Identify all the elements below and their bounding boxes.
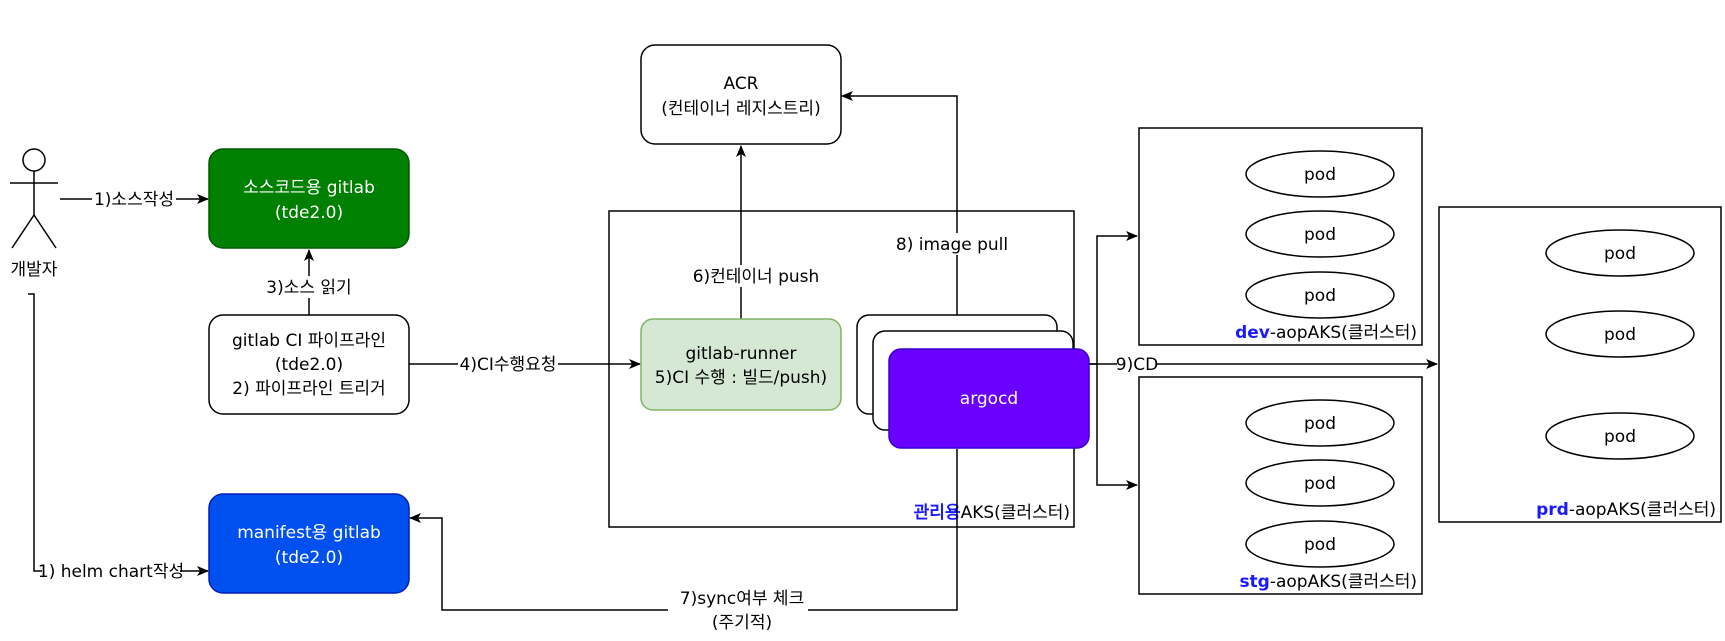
edge-helm-chart-label: 1) helm chart작성 (38, 562, 184, 582)
edge-helm-chart-label-bg (42, 560, 180, 582)
edge-cd-label-bg (1117, 353, 1157, 375)
stg-pod-3 (1245, 520, 1395, 568)
source-gitlab-subtitle: (tde2.0) (275, 203, 343, 223)
edge-cd-label: 9)CD (1116, 355, 1158, 375)
stg-cluster-suffix: -aopAKS(클러스터) (1270, 572, 1417, 592)
acr-title: ACR (723, 74, 758, 94)
edge-image-pull-label-bg (893, 233, 1011, 255)
acr-subtitle: (컨테이너 레지스트리) (661, 99, 820, 119)
edge-ci-request-label: 4)CI수행요청 (460, 355, 557, 375)
dev-cluster-label: dev-aopAKS(클러스터) (1235, 323, 1417, 343)
prd-pod-1-label: pod (1604, 244, 1636, 264)
mgmt-cluster-label: 관리용AKS(클러스터) (914, 503, 1070, 523)
argocd-label: argocd (960, 389, 1018, 409)
source-gitlab-node (208, 148, 410, 249)
gitlab-runner-title: gitlab-runner (685, 344, 796, 364)
ci-pipeline-node (208, 314, 410, 415)
prd-pod-2 (1545, 310, 1695, 358)
edge-read-source-label-bg (264, 276, 354, 298)
edge-sync-check-label-1: 7)sync여부 체크 (680, 589, 804, 609)
stg-cluster-label: stg-aopAKS(클러스터) (1239, 572, 1417, 592)
dev-pod-3-label: pod (1304, 286, 1336, 306)
prd-cluster-label: prd-aopAKS(클러스터) (1536, 500, 1716, 520)
acr-node (640, 44, 842, 145)
source-gitlab-title: 소스코드용 gitlab (243, 178, 375, 198)
edge-image-pull (841, 91, 958, 349)
dev-pod-1-label: pod (1304, 165, 1336, 185)
prd-pod-1 (1545, 229, 1695, 277)
prd-pod-3-label: pod (1604, 427, 1636, 447)
edge-image-pull-label: 8) image pull (896, 235, 1008, 255)
mgmt-cluster-prefix: 관리용 (914, 503, 961, 523)
prd-cluster-prefix: prd (1536, 500, 1569, 520)
dev-cluster-prefix: dev (1235, 323, 1270, 343)
ci-pipeline-subtitle: (tde2.0) (275, 355, 343, 375)
stg-cluster-prefix: stg (1239, 572, 1269, 592)
manifest-gitlab-subtitle: (tde2.0) (275, 548, 343, 568)
edge-ci-request-label-bg (458, 353, 558, 375)
edge-source-write-label-bg (92, 188, 176, 210)
developer-actor (10, 148, 58, 249)
dev-cluster-suffix: -aopAKS(클러스터) (1270, 323, 1417, 343)
prd-cluster-suffix: -aopAKS(클러스터) (1569, 500, 1716, 520)
edge-sync-check-label-bg (668, 587, 808, 635)
edge-container-push-label-bg (688, 265, 824, 287)
gitlab-runner-subtitle: 5)CI 수행 : 빌드/push) (655, 368, 827, 388)
edge-cd-stg (1096, 364, 1138, 490)
mgmt-cluster-suffix: AKS(클러스터) (961, 503, 1070, 523)
stg-pod-1-label: pod (1304, 414, 1336, 434)
manifest-gitlab-node (208, 493, 410, 594)
edge-source-write-label: 1)소스작성 (94, 190, 174, 210)
ci-pipeline-trigger: 2) 파이프라인 트리거 (232, 379, 385, 399)
developer-label: 개발자 (11, 260, 58, 280)
stg-pod-1 (1245, 399, 1395, 447)
prd-pod-2-label: pod (1604, 325, 1636, 345)
edge-sync-check-label-2: (주기적) (712, 613, 772, 633)
edge-container-push-label: 6)컨테이너 push (693, 267, 820, 287)
stg-pod-2-label: pod (1304, 474, 1336, 494)
prd-pod-3 (1545, 412, 1695, 460)
stg-pod-3-label: pod (1304, 535, 1336, 555)
stg-pod-2 (1245, 459, 1395, 507)
edge-cd-dev (1089, 231, 1138, 365)
dev-pod-2 (1245, 210, 1395, 258)
dev-pod-3 (1245, 271, 1395, 319)
argocd-node (888, 348, 1090, 449)
manifest-gitlab-title: manifest용 gitlab (237, 523, 381, 543)
edge-read-source-label: 3)소스 읽기 (266, 278, 351, 298)
edge-sync-check (409, 449, 958, 611)
dev-pod-2-label: pod (1304, 225, 1336, 245)
dev-pod-1 (1245, 150, 1395, 198)
ci-pipeline-title: gitlab CI 파이프라인 (232, 331, 386, 351)
gitlab-runner-node (640, 318, 842, 411)
edge-helm-chart (28, 293, 209, 576)
